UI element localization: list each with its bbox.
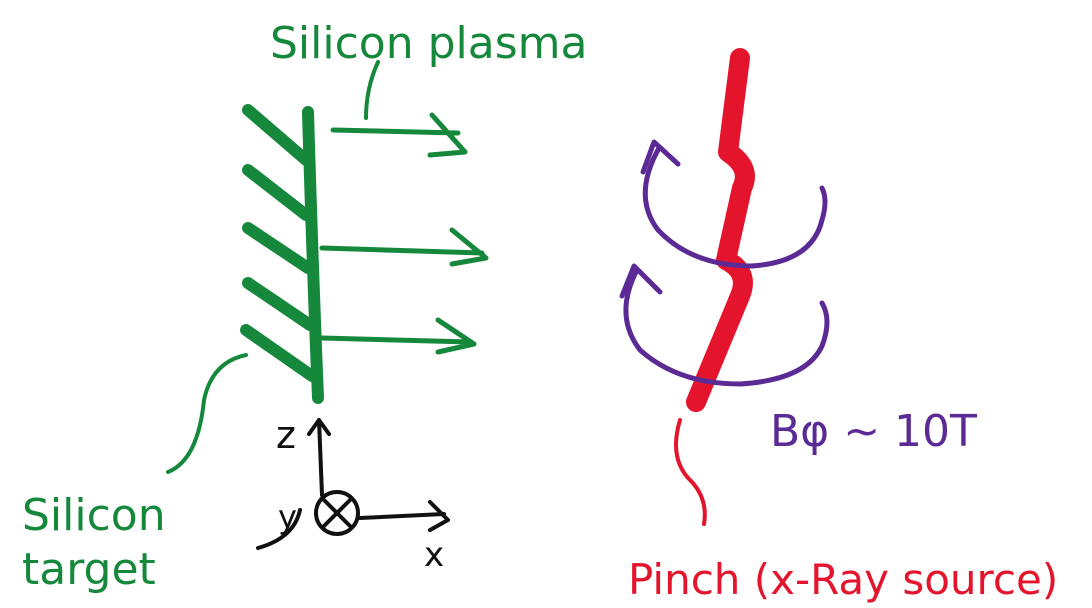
y-axis-label: y	[278, 498, 297, 536]
target-hatch-5	[246, 330, 312, 376]
z-axis-label: z	[276, 413, 296, 457]
pinch-label: Pinch (x-Ray source)	[628, 555, 1058, 604]
pinch-leader-line	[676, 420, 705, 524]
x-axis-label: x	[424, 535, 444, 575]
target-hatch-4	[248, 283, 310, 325]
plasma-arrow-1	[333, 115, 465, 155]
target-label-line1: Silicon	[22, 490, 166, 541]
plasma-arrow-2	[322, 230, 486, 264]
target-label-line2: target	[22, 544, 156, 595]
target-hatch-2	[248, 170, 306, 215]
plasma-arrow-3	[322, 320, 474, 352]
target-surface	[308, 112, 318, 398]
x-axis-arrow	[360, 502, 448, 530]
plasma-arrows	[322, 115, 486, 352]
field-strength-label: Bφ ~ 10T	[770, 406, 977, 457]
pinch-column	[696, 58, 745, 402]
plasma-leader-line	[366, 62, 378, 118]
target-hatch-1	[248, 110, 306, 160]
y-axis-cross	[324, 500, 350, 526]
target-hatch-3	[248, 228, 308, 268]
target-leader-line	[168, 355, 246, 472]
z-axis-arrow	[309, 420, 329, 495]
silicon-target	[246, 110, 318, 398]
plasma-label: Silicon plasma	[270, 18, 587, 69]
